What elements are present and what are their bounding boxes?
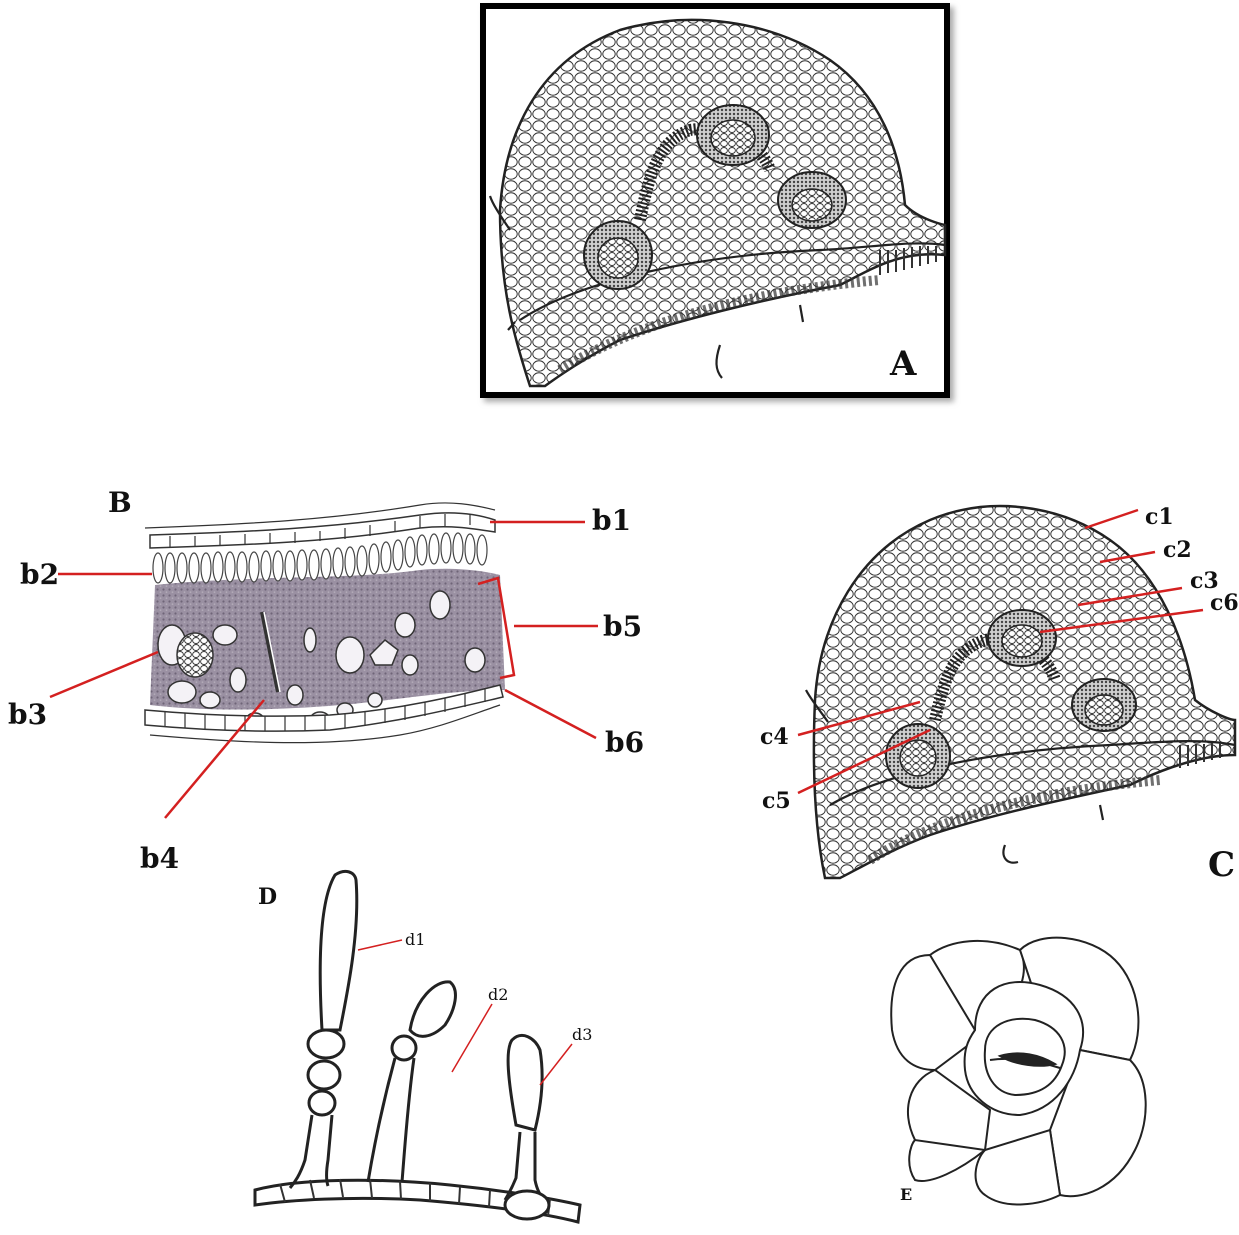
callout-b3: b3: [8, 698, 47, 731]
panel-a-label: A: [889, 344, 917, 384]
panel-c: C c1 c2 c3 c6 c4 c5: [760, 504, 1239, 885]
callout-c2: c2: [1163, 537, 1192, 563]
callout-d3: d3: [572, 1025, 592, 1044]
callout-c6: c6: [1210, 590, 1239, 616]
panel-a: A: [483, 6, 947, 395]
panel-c-label: C: [1208, 845, 1235, 885]
callout-c5: c5: [762, 788, 791, 814]
callout-b4: b4: [140, 842, 179, 875]
callout-b6: b6: [605, 726, 644, 759]
panel-b: B: [8, 486, 644, 875]
panel-e: E: [891, 938, 1145, 1205]
callout-line-c1: [1085, 510, 1138, 528]
callout-line-d1: [358, 940, 402, 950]
panel-b-leaf-section: [145, 503, 505, 743]
callout-c1: c1: [1145, 504, 1174, 530]
panel-d: D d1 d2 d3: [255, 871, 592, 1222]
panel-d-trichomes: [255, 871, 580, 1222]
callout-line-b6: [505, 690, 596, 738]
callout-b5: b5: [603, 610, 642, 643]
callout-d1: d1: [405, 930, 425, 949]
callout-line-b3: [50, 652, 158, 697]
callout-line-d2: [452, 1004, 492, 1072]
callout-b1: b1: [592, 504, 631, 537]
callout-b2: b2: [20, 558, 59, 591]
panel-b-label: B: [108, 486, 132, 519]
panel-d-label: D: [258, 884, 277, 910]
panel-e-stomata: [891, 938, 1145, 1205]
panel-e-label: E: [900, 1185, 912, 1204]
callout-c4: c4: [760, 724, 789, 750]
callout-d2: d2: [488, 985, 508, 1004]
callout-line-d3: [540, 1044, 572, 1085]
